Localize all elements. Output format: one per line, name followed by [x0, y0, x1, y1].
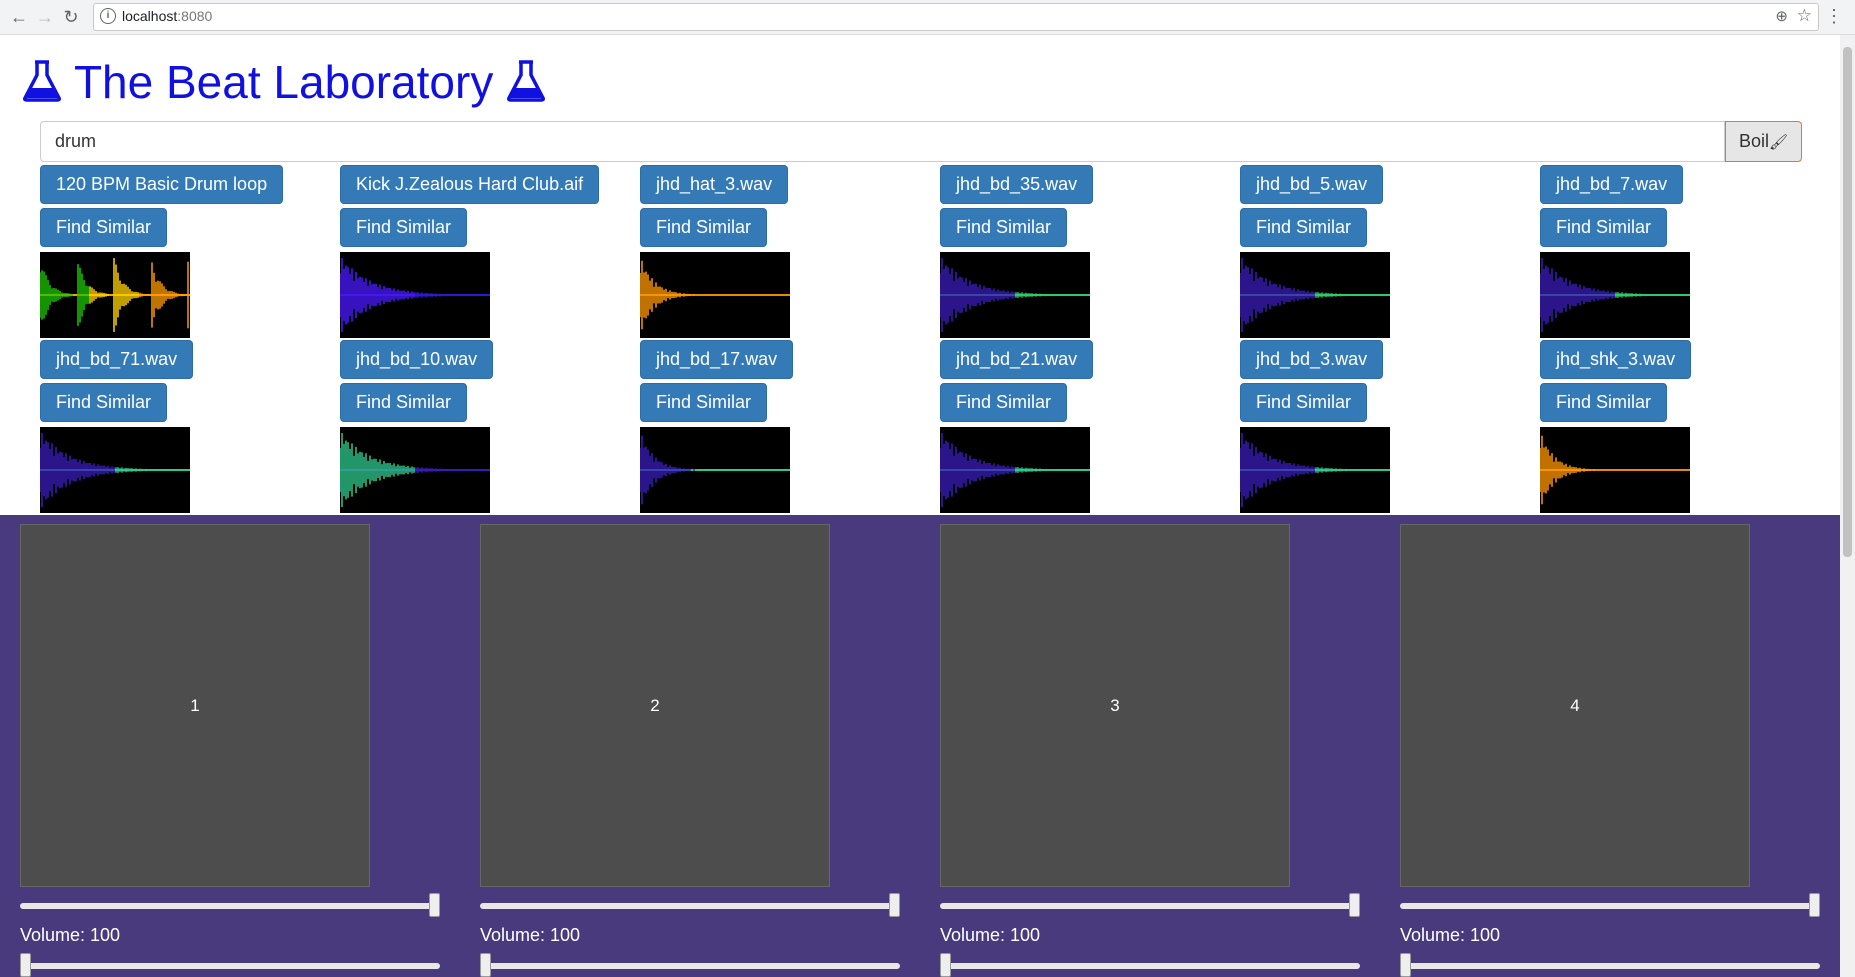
pad-number: 3 [1110, 695, 1120, 715]
drum-pad[interactable]: 3 [940, 524, 1290, 887]
waveform-thumbnail [340, 252, 490, 338]
waveform-thumbnail [940, 252, 1090, 338]
sample-name-button[interactable]: 120 BPM Basic Drum loop [40, 165, 284, 204]
find-similar-button[interactable]: Find Similar [1240, 383, 1368, 422]
find-similar-button[interactable]: Find Similar [940, 208, 1068, 247]
address-bar[interactable]: i localhost:8080 ⊕ ☆ [93, 3, 1819, 31]
sample-name-button[interactable]: jhd_bd_10.wav [340, 340, 494, 379]
forward-icon[interactable]: → [36, 7, 54, 27]
find-similar-button[interactable]: Find Similar [340, 208, 468, 247]
find-similar-button[interactable]: Find Similar [640, 383, 768, 422]
url-port: :8080 [177, 8, 213, 24]
sample-name-button[interactable]: jhd_bd_71.wav [40, 340, 194, 379]
sample-name-button[interactable]: jhd_bd_17.wav [640, 340, 794, 379]
sample-name-button[interactable]: jhd_bd_7.wav [1540, 165, 1684, 204]
zoom-icon[interactable]: ⊕ [1775, 8, 1788, 25]
volume-slider[interactable] [480, 893, 900, 917]
waveform-thumbnail [940, 427, 1090, 513]
pad-slider-thumb[interactable] [1400, 953, 1411, 977]
drum-pad[interactable]: 1 [20, 524, 370, 887]
sample-name-button[interactable]: jhd_bd_3.wav [1240, 340, 1384, 379]
find-similar-button[interactable]: Find Similar [40, 383, 168, 422]
flask-icon [23, 60, 61, 102]
volume-label: Volume: 100 [20, 925, 121, 945]
search-input[interactable] [40, 121, 1725, 162]
page-title-text: The Beat Laboratory [73, 56, 494, 108]
waveform-thumbnail [40, 427, 190, 513]
drum-pad[interactable]: 2 [480, 524, 830, 887]
scrollbar-thumb[interactable] [1843, 47, 1852, 557]
browser-toolbar: ← → ↻ i localhost:8080 ⊕ ☆ ⋮ [0, 0, 1855, 35]
url-text: localhost:8080 [122, 8, 212, 24]
pad-slider-thumb[interactable] [940, 953, 951, 977]
bookmark-star-icon[interactable]: ☆ [1796, 6, 1812, 25]
volume-slider[interactable] [940, 893, 1360, 917]
waveform-thumbnail [1540, 252, 1690, 338]
pad-number: 4 [1570, 695, 1580, 715]
volume-label: Volume: 100 [480, 925, 581, 945]
pad-slider[interactable] [20, 953, 440, 977]
volume-label: Volume: 100 [940, 925, 1041, 945]
url-host: localhost [122, 8, 178, 24]
flask-icon [507, 60, 546, 102]
volume-label: Volume: 100 [1400, 925, 1501, 945]
waveform-thumbnail [40, 252, 190, 338]
find-similar-button[interactable]: Find Similar [640, 208, 768, 247]
volume-slider[interactable] [1400, 893, 1820, 917]
pad-slider-thumb[interactable] [20, 953, 31, 977]
pad-slider[interactable] [480, 953, 900, 977]
pad-slider[interactable] [1400, 953, 1820, 977]
page-content: The Beat Laboratory Boil🖌 120 BPM Basic … [0, 35, 1840, 977]
waveform-thumbnail [1240, 427, 1390, 513]
waveform-thumbnail [640, 252, 790, 338]
find-similar-button[interactable]: Find Similar [940, 383, 1068, 422]
search-row: Boil🖌 [40, 121, 1802, 162]
boil-label: Boil [1738, 131, 1769, 151]
sample-name-button[interactable]: jhd_bd_5.wav [1240, 165, 1384, 204]
pad-number: 2 [650, 695, 660, 715]
boil-button[interactable]: Boil🖌 [1725, 121, 1802, 162]
find-similar-button[interactable]: Find Similar [1240, 208, 1368, 247]
brush-icon: 🖌 [1768, 134, 1789, 151]
sample-name-button[interactable]: jhd_bd_21.wav [940, 340, 1094, 379]
find-similar-button[interactable]: Find Similar [340, 383, 468, 422]
page-scrollbar[interactable] [1840, 35, 1855, 977]
find-similar-button[interactable]: Find Similar [40, 208, 168, 247]
drum-pad[interactable]: 4 [1400, 524, 1750, 887]
volume-slider-thumb[interactable] [1809, 893, 1820, 917]
pad-slider[interactable] [940, 953, 1360, 977]
find-similar-button[interactable]: Find Similar [1540, 208, 1668, 247]
browser-menu-icon[interactable]: ⋮ [1825, 6, 1843, 26]
sample-name-button[interactable]: Kick J.Zealous Hard Club.aif [340, 165, 600, 204]
pad-number: 1 [190, 695, 200, 715]
info-icon[interactable]: i [100, 8, 116, 24]
volume-slider[interactable] [20, 893, 440, 917]
sample-name-button[interactable]: jhd_hat_3.wav [640, 165, 789, 204]
volume-slider-thumb[interactable] [429, 893, 440, 917]
waveform-thumbnail [340, 427, 490, 513]
waveform-thumbnail [640, 427, 790, 513]
reload-icon[interactable]: ↻ [63, 7, 79, 27]
waveform-thumbnail [1240, 252, 1390, 338]
page-title: The Beat Laboratory [22, 55, 546, 109]
back-icon[interactable]: ← [10, 7, 28, 27]
pad-slider-thumb[interactable] [480, 953, 491, 977]
volume-slider-thumb[interactable] [889, 893, 900, 917]
volume-slider-thumb[interactable] [1349, 893, 1360, 917]
waveform-thumbnail [1540, 427, 1690, 513]
sample-name-button[interactable]: jhd_shk_3.wav [1540, 340, 1692, 379]
sample-name-button[interactable]: jhd_bd_35.wav [940, 165, 1094, 204]
find-similar-button[interactable]: Find Similar [1540, 383, 1668, 422]
